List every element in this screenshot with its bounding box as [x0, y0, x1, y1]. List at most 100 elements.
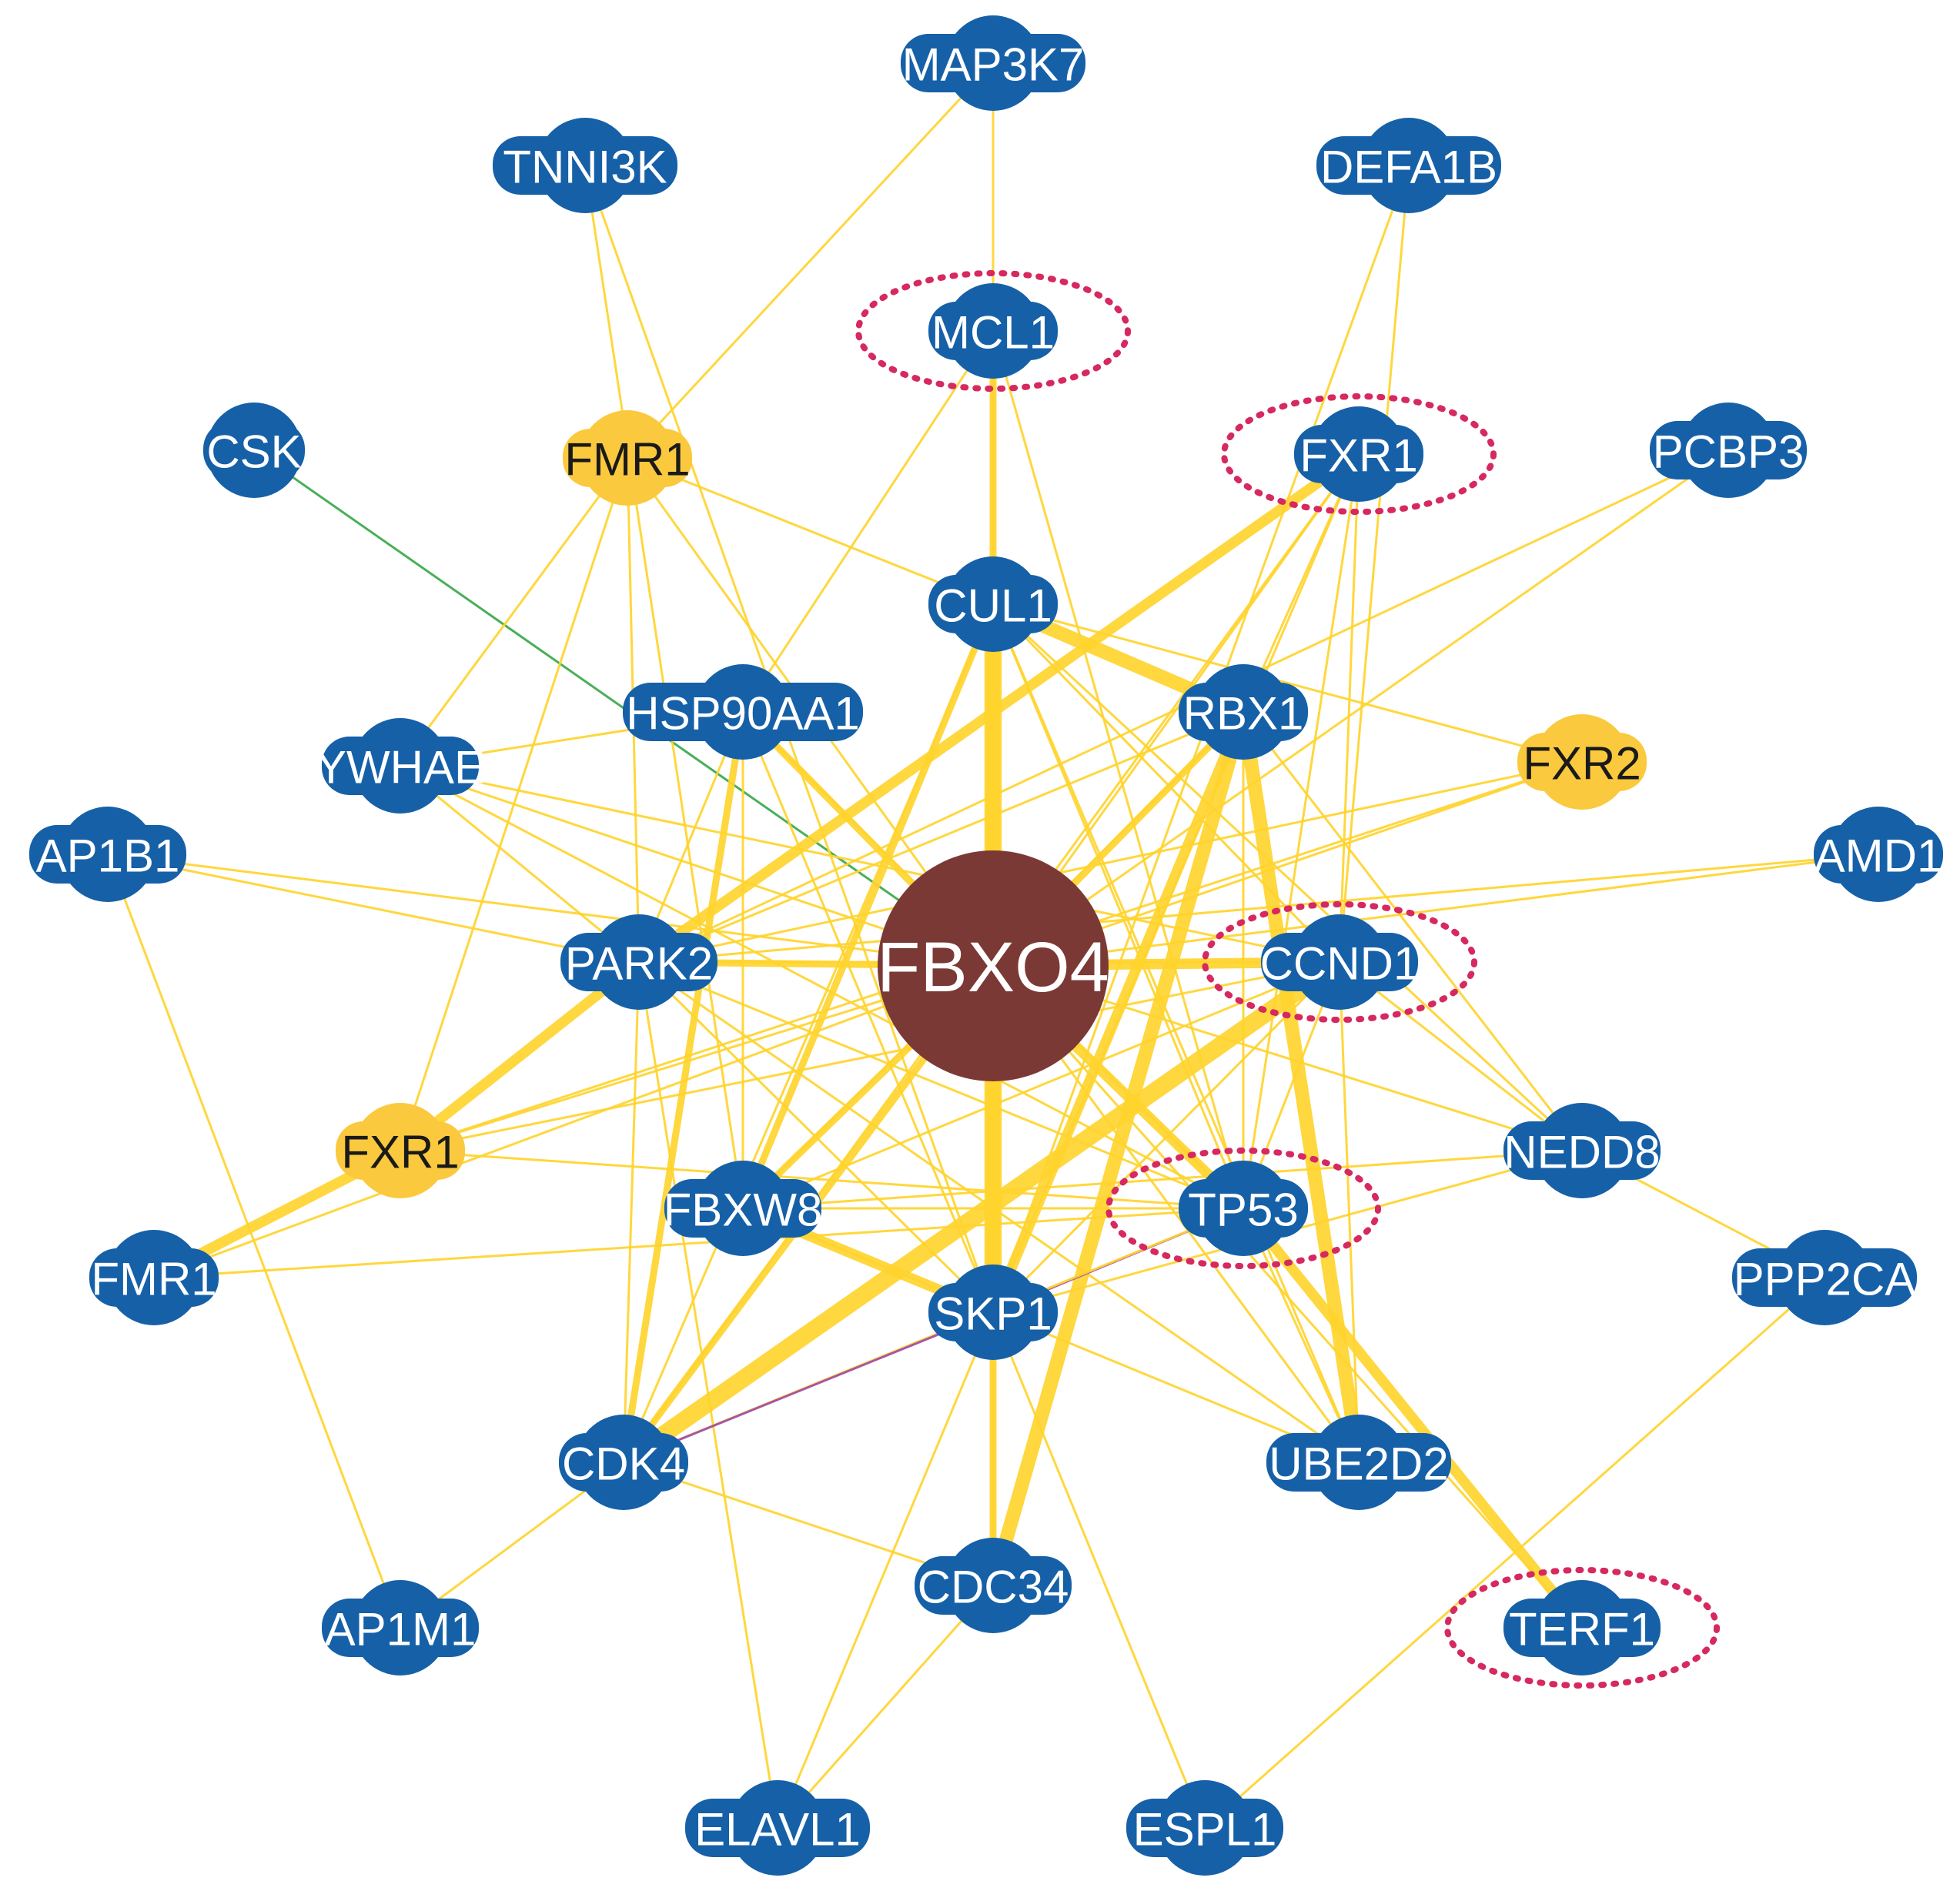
highlight-ring-mcl1 [855, 270, 1131, 392]
node-label-backing [1179, 683, 1308, 741]
node-label: TNNI3K [503, 142, 667, 193]
node-label: YWHAE [316, 742, 485, 793]
node-tp53[interactable]: TP53 [1179, 1161, 1308, 1256]
node-ywhae[interactable]: YWHAE [316, 718, 485, 814]
node-csk[interactable]: CSK [203, 403, 305, 498]
node-nedd8[interactable]: NEDD8 [1503, 1103, 1661, 1198]
node-fbxo4[interactable]: FBXO4 [877, 850, 1109, 1081]
node-skp1[interactable]: SKP1 [928, 1265, 1058, 1360]
edge-cdc34-elavl1 [776, 1584, 995, 1829]
node-fxr1-b[interactable]: FXR1 [336, 1103, 465, 1198]
node-label-backing [89, 1248, 219, 1307]
edge-cul1-fxr2 [992, 603, 1584, 763]
node-label-backing [560, 933, 717, 991]
node-label: ESPL1 [1133, 1804, 1277, 1856]
node-amd1[interactable]: AMD1 [1814, 807, 1943, 902]
edge-skp1-espl1 [992, 1311, 1206, 1829]
node-cdc34[interactable]: CDC34 [915, 1538, 1072, 1633]
node-label-backing [664, 1179, 821, 1238]
node-label: DEFA1B [1320, 142, 1497, 193]
node-hsp90aa1[interactable]: HSP90AA1 [623, 664, 863, 760]
node-label-backing [29, 825, 186, 884]
node-fmr1-a[interactable]: FMR1 [563, 410, 692, 506]
node-terf1[interactable]: TERF1 [1503, 1580, 1661, 1675]
node-label-backing [1503, 1121, 1661, 1180]
node-label: FXR2 [1523, 738, 1641, 790]
node-pcbp3[interactable]: PCBP3 [1650, 403, 1807, 498]
node-label-backing [1126, 1799, 1283, 1857]
node-label-backing [915, 1556, 1072, 1615]
node-cul1[interactable]: CUL1 [928, 556, 1058, 652]
node-label: MCL1 [932, 307, 1055, 359]
node-label-backing [563, 429, 692, 487]
node-label: CSK [206, 426, 301, 478]
node-label: FBXW8 [664, 1184, 823, 1236]
node-label-backing [1650, 421, 1807, 479]
node-ap1m1[interactable]: AP1M1 [322, 1580, 479, 1675]
node-label: TP53 [1188, 1184, 1298, 1236]
edge-ap1b1-ap1m1 [106, 853, 402, 1629]
edge-ywhae-ccnd1 [399, 764, 1341, 964]
edge-ccnd1-ube2d2 [1338, 961, 1360, 1464]
node-label-backing [1316, 136, 1501, 195]
highlight-ring-terf1 [1444, 1567, 1720, 1689]
node-label-backing [1814, 825, 1943, 884]
node-cdk4[interactable]: CDK4 [559, 1415, 688, 1510]
node-ap1b1[interactable]: AP1B1 [29, 807, 186, 902]
edge-tp53-fmr1_b [152, 1207, 1245, 1279]
node-fxr2[interactable]: FXR2 [1517, 714, 1647, 810]
edge-fbxw8-ube2d2 [741, 1207, 1360, 1464]
edge-fxr1_b-tp53 [399, 1149, 1245, 1210]
edge-mcl1-hsp90aa1 [741, 329, 995, 713]
edge-fxr2-park2 [637, 760, 1584, 964]
edge-map3k7-fmr1_a [626, 62, 995, 459]
node-espl1[interactable]: ESPL1 [1126, 1780, 1283, 1876]
node-park2[interactable]: PARK2 [560, 914, 717, 1010]
node-label-backing [203, 421, 305, 479]
node-label: HSP90AA1 [626, 688, 860, 740]
edge-ccnd1-skp1 [992, 961, 1341, 1314]
edge-ppp2ca-espl1 [1203, 1276, 1826, 1829]
node-defa1b[interactable]: DEFA1B [1316, 118, 1501, 213]
node-label-backing [322, 1599, 479, 1657]
edge-skp1-cdk4 [622, 1311, 995, 1464]
edge-cul1-ube2d2 [992, 603, 1360, 1464]
edge-fxr1_a-tp53 [1242, 453, 1360, 1210]
edge-fmr1_a-fxr1_b [399, 456, 629, 1152]
edge-ccnd1-fxr1_b [399, 961, 1341, 1152]
node-elavl1[interactable]: ELAVL1 [685, 1780, 870, 1876]
edge-cul1-ccnd1 [992, 603, 1341, 964]
node-label-backing [928, 302, 1058, 360]
edge-cul1-tp53 [992, 603, 1245, 1210]
node-label: FBXO4 [877, 928, 1109, 1007]
node-label: SKP1 [934, 1288, 1052, 1340]
node-rbx1[interactable]: RBX1 [1179, 664, 1308, 760]
node-fmr1-b[interactable]: FMR1 [89, 1230, 219, 1325]
node-label: CCND1 [1260, 938, 1420, 990]
node-ube2d2[interactable]: UBE2D2 [1266, 1415, 1451, 1510]
node-label-backing [1517, 733, 1647, 791]
node-label: AP1B1 [36, 830, 180, 882]
node-label: FMR1 [564, 434, 690, 486]
highlight-ring-ccnd1 [1202, 901, 1477, 1023]
node-ccnd1[interactable]: CCND1 [1260, 914, 1420, 1010]
node-label-backing [928, 1283, 1058, 1341]
node-ppp2ca[interactable]: PPP2CA [1732, 1230, 1917, 1325]
node-fxr1-a[interactable]: FXR1 [1294, 406, 1423, 502]
edge-rbx1-skp1 [988, 707, 1249, 1318]
node-label: FMR1 [91, 1254, 216, 1305]
highlight-ring-fxr1-a [1221, 393, 1497, 515]
node-mcl1[interactable]: MCL1 [928, 283, 1058, 379]
edge-park2-ube2d2 [637, 961, 1360, 1464]
edge-ccnd1-cdk4 [614, 953, 1349, 1472]
node-label: UBE2D2 [1269, 1438, 1448, 1490]
node-map3k7[interactable]: MAP3K7 [901, 15, 1085, 111]
edge-amd1-park2 [637, 853, 1880, 964]
node-label: PCBP3 [1653, 426, 1804, 478]
node-fbxw8[interactable]: FBXW8 [664, 1161, 823, 1256]
node-circle [878, 850, 1109, 1081]
node-label: TERF1 [1509, 1604, 1655, 1655]
node-label: CDK4 [562, 1438, 685, 1490]
node-tnni3k[interactable]: TNNI3K [493, 118, 677, 213]
